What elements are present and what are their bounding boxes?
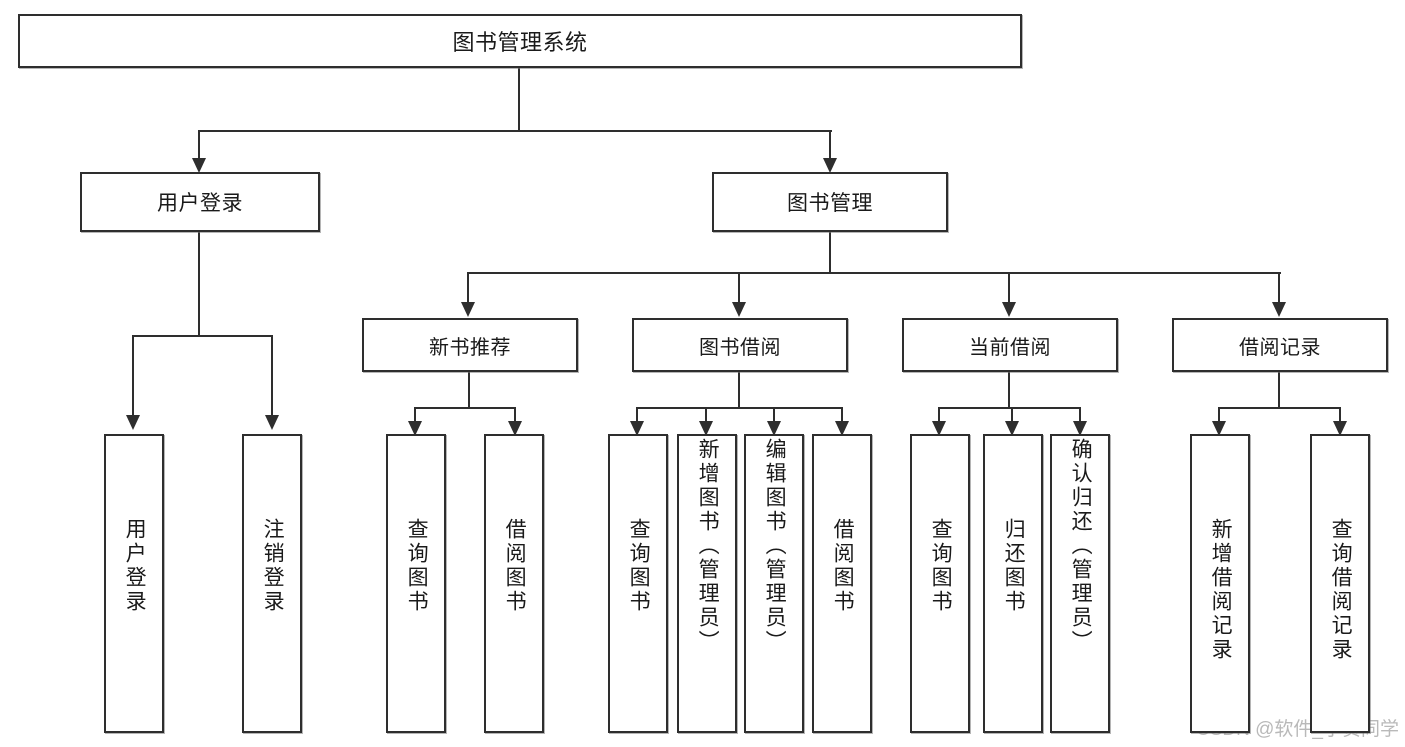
node-leaf-4[interactable]: 查询图书	[608, 434, 668, 733]
connector-arrowhead	[630, 421, 644, 436]
node-leaf-2[interactable]: 查询图书	[386, 434, 446, 733]
node-leaf-6[interactable]: 编辑图书（管理员）	[744, 434, 804, 733]
node-leaf-label: 用户登录	[123, 518, 147, 614]
login-stem-line	[198, 232, 200, 335]
node-level2-0[interactable]: 新书推荐	[362, 318, 578, 372]
node-leaf-9[interactable]: 归还图书	[983, 434, 1043, 733]
node-leaf-3[interactable]: 借阅图书	[484, 434, 544, 733]
node-leaf-label: 查询图书	[405, 518, 429, 614]
node-level1-0[interactable]: 用户登录	[80, 172, 320, 232]
node-root-label: 图书管理系统	[452, 30, 588, 55]
connector-arrowhead	[699, 421, 713, 436]
node-leaf-label: 新增图书（管理员）	[696, 438, 720, 654]
node-level1-1[interactable]: 图书管理	[712, 172, 948, 232]
node-level2-1[interactable]: 图书借阅	[632, 318, 848, 372]
connector-arrowhead	[1212, 421, 1226, 436]
node-leaf-label: 注销登录	[261, 518, 285, 614]
connector-arrowhead	[1002, 302, 1016, 317]
node-leaf-7[interactable]: 借阅图书	[812, 434, 872, 733]
connector-arrowhead	[732, 302, 746, 317]
connector-arrowhead	[1272, 302, 1286, 317]
group-drop-5	[841, 407, 843, 421]
node-leaf-label: 归还图书	[1002, 518, 1026, 614]
connector-arrowhead	[767, 421, 781, 436]
node-leaf-5[interactable]: 新增图书（管理员）	[677, 434, 737, 733]
group-drop-6	[938, 407, 940, 421]
connector-arrowhead	[1333, 421, 1347, 436]
root-drop-1	[829, 130, 831, 158]
manage-drop-1	[738, 272, 740, 302]
connector-arrowhead	[408, 421, 422, 436]
group-branch-bar-2	[938, 407, 1081, 409]
node-leaf-label: 确认归还（管理员）	[1069, 438, 1093, 654]
node-leaf-0[interactable]: 用户登录	[104, 434, 164, 733]
group-drop-0	[414, 407, 416, 421]
connector-arrowhead	[823, 158, 837, 173]
group-drop-10	[1339, 407, 1341, 421]
group-drop-4	[773, 407, 775, 421]
group-branch-bar-0	[414, 407, 516, 409]
node-level2-label: 当前借阅	[969, 336, 1051, 359]
connector-arrowhead	[932, 421, 946, 436]
node-leaf-11[interactable]: 新增借阅记录	[1190, 434, 1250, 733]
node-level1-label: 用户登录	[157, 192, 243, 215]
group-drop-8	[1079, 407, 1081, 421]
node-level2-label: 新书推荐	[429, 336, 511, 359]
node-leaf-12[interactable]: 查询借阅记录	[1310, 434, 1370, 733]
group-branch-bar-1	[636, 407, 843, 409]
node-leaf-10[interactable]: 确认归还（管理员）	[1050, 434, 1110, 733]
manage-drop-0	[467, 272, 469, 302]
root-drop-0	[198, 130, 200, 158]
connector-arrowhead	[461, 302, 475, 317]
group-stem-line-2	[1008, 372, 1010, 407]
node-level2-label: 图书借阅	[699, 336, 781, 359]
node-leaf-label: 查询借阅记录	[1329, 518, 1353, 662]
connector-arrowhead	[835, 421, 849, 436]
login-drop-0	[132, 335, 134, 415]
group-branch-bar-3	[1218, 407, 1341, 409]
manage-drop-2	[1008, 272, 1010, 302]
group-stem-line-1	[738, 372, 740, 407]
manage-stem-line	[829, 232, 831, 272]
node-leaf-label: 新增借阅记录	[1209, 518, 1233, 662]
root-stem-line	[518, 68, 520, 130]
group-drop-3	[705, 407, 707, 421]
node-leaf-label: 借阅图书	[503, 518, 527, 614]
group-drop-1	[514, 407, 516, 421]
node-level1-label: 图书管理	[787, 192, 873, 215]
connector-arrowhead	[265, 415, 279, 430]
connector-arrowhead	[1005, 421, 1019, 436]
node-leaf-8[interactable]: 查询图书	[910, 434, 970, 733]
group-drop-7	[1011, 407, 1013, 421]
node-leaf-label: 借阅图书	[831, 518, 855, 614]
root-branch-bar	[198, 130, 832, 132]
group-drop-2	[636, 407, 638, 421]
node-leaf-label: 查询图书	[627, 518, 651, 614]
connector-arrowhead	[192, 158, 206, 173]
node-leaf-label: 查询图书	[929, 518, 953, 614]
connector-arrowhead	[1073, 421, 1087, 436]
manage-branch-bar	[467, 272, 1281, 274]
node-leaf-1[interactable]: 注销登录	[242, 434, 302, 733]
manage-drop-3	[1278, 272, 1280, 302]
group-drop-9	[1218, 407, 1220, 421]
node-level2-label: 借阅记录	[1239, 336, 1321, 359]
group-stem-line-3	[1278, 372, 1280, 407]
node-level2-3[interactable]: 借阅记录	[1172, 318, 1388, 372]
login-branch-bar	[132, 335, 273, 337]
group-stem-line-0	[468, 372, 470, 407]
login-drop-1	[271, 335, 273, 415]
connector-arrowhead	[126, 415, 140, 430]
node-level2-2[interactable]: 当前借阅	[902, 318, 1118, 372]
node-root[interactable]: 图书管理系统	[18, 14, 1022, 68]
connector-arrowhead	[508, 421, 522, 436]
node-leaf-label: 编辑图书（管理员）	[763, 438, 787, 654]
